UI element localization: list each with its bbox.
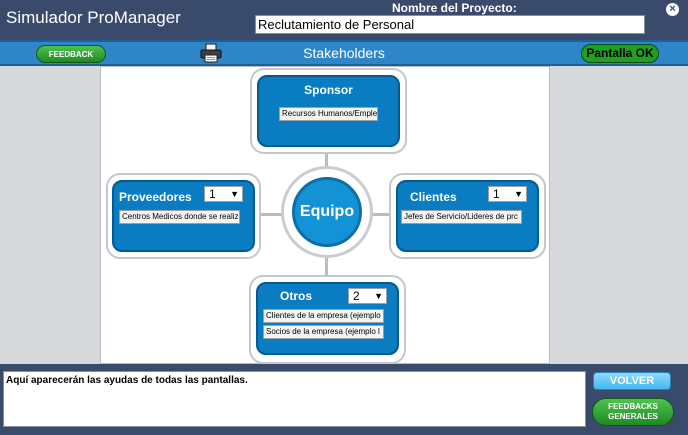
chevron-down-icon: ▼: [514, 189, 523, 199]
connector-bottom: [325, 256, 328, 276]
equipo-label[interactable]: Equipo: [292, 177, 362, 247]
app-header: Simulador ProManager Nombre del Proyecto…: [0, 0, 688, 40]
connector-top: [325, 152, 328, 168]
clientes-frame: Clientes 1 ▼ Jefes de Servicio/Lideres d…: [389, 173, 546, 259]
clientes-count-select[interactable]: 1 ▼: [488, 186, 527, 202]
clientes-count-value: 1: [493, 187, 500, 201]
project-name-label: Nombre del Proyecto:: [392, 1, 517, 15]
status-badge[interactable]: Pantalla OK: [581, 44, 659, 63]
proveedores-frame: Proveedores 1 ▼ Centros Medicos donde se…: [106, 173, 261, 259]
sponsor-frame: Sponsor Recursos Humanos/Emple: [250, 68, 407, 154]
chevron-down-icon: ▼: [374, 291, 383, 301]
chevron-down-icon: ▼: [230, 189, 239, 199]
sponsor-card: Sponsor Recursos Humanos/Emple: [257, 75, 400, 147]
printer-icon[interactable]: [200, 43, 222, 63]
proveedores-title: Proveedores: [119, 190, 192, 204]
otros-count-select[interactable]: 2 ▼: [348, 288, 387, 304]
connector-right: [371, 213, 391, 216]
feedbacks-generales-button[interactable]: FEEDBACKS GENERALES: [592, 398, 674, 426]
otros-count-value: 2: [353, 289, 360, 303]
close-icon[interactable]: ×: [666, 3, 679, 16]
help-text: Aquí aparecerán las ayudas de todas las …: [3, 371, 586, 427]
otros-field-1[interactable]: Clientes de la empresa (ejemplo: [263, 309, 384, 323]
clientes-card: Clientes 1 ▼ Jefes de Servicio/Lideres d…: [396, 180, 539, 252]
proveedores-count-select[interactable]: 1 ▼: [204, 186, 243, 202]
equipo-node: Equipo: [281, 166, 373, 258]
feedbacks-line-2: GENERALES: [608, 412, 658, 421]
otros-card: Otros 2 ▼ Clientes de la empresa (ejempl…: [256, 282, 399, 355]
app-title: Simulador ProManager: [6, 8, 181, 27]
project-name-input[interactable]: [255, 15, 645, 34]
otros-field-2[interactable]: Socios de la empresa (ejemplo l: [263, 325, 384, 339]
proveedores-field-1[interactable]: Centros Medicos donde se realiz: [119, 210, 240, 224]
feedbacks-line-1: FEEDBACKS: [608, 402, 658, 411]
volver-button[interactable]: VOLVER: [593, 372, 671, 390]
otros-frame: Otros 2 ▼ Clientes de la empresa (ejempl…: [249, 275, 406, 364]
proveedores-card: Proveedores 1 ▼ Centros Medicos donde se…: [112, 180, 255, 252]
otros-title: Otros: [280, 289, 313, 303]
sponsor-field-1[interactable]: Recursos Humanos/Emple: [279, 107, 378, 121]
toolbar: FEEDBACK Stakeholders Pantalla OK: [0, 40, 688, 66]
connector-left: [261, 213, 283, 216]
feedback-button[interactable]: FEEDBACK: [36, 45, 106, 63]
clientes-field-1[interactable]: Jefes de Servicio/Lideres de prc: [401, 210, 522, 224]
clientes-title: Clientes: [410, 190, 457, 204]
stakeholder-diagram: Sponsor Recursos Humanos/Emple Proveedor…: [100, 66, 550, 364]
sponsor-title: Sponsor: [304, 83, 353, 97]
screen-title: Stakeholders: [303, 45, 385, 61]
footer: Aquí aparecerán las ayudas de todas las …: [0, 364, 688, 435]
proveedores-count-value: 1: [209, 187, 216, 201]
